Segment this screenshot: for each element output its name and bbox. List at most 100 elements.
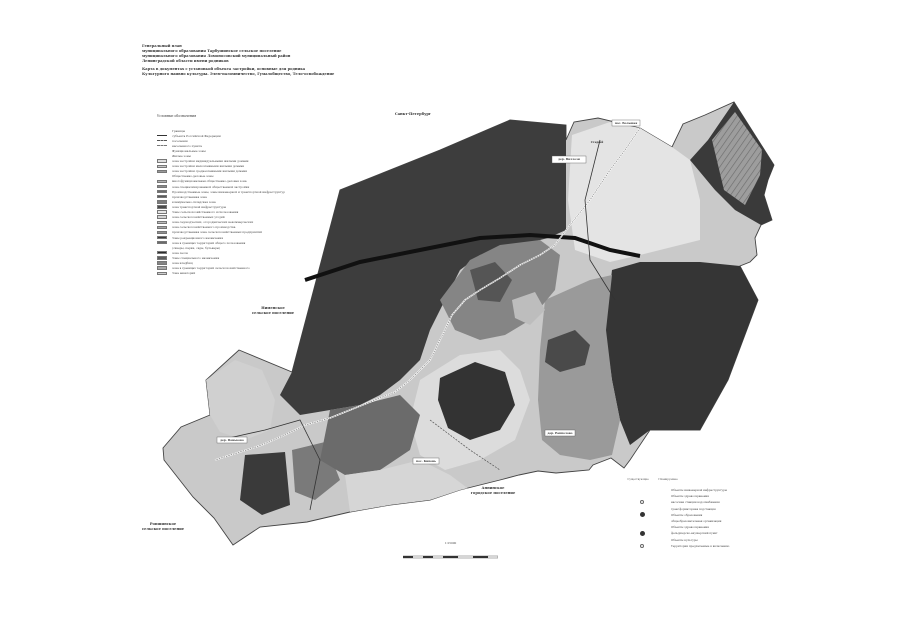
label-southwest-line1: Ропшинское [149, 522, 177, 526]
legend-item: зона в границах территорий сельскохозяйс… [157, 266, 307, 271]
label-southwest-line2: сельское поселение [141, 526, 185, 531]
main-road [304, 232, 641, 282]
legend-title: Условные обозначения [157, 114, 197, 118]
label-north-neighbour: Санкт-Петербург [394, 112, 432, 116]
legend-objects: Существующие Планируемые Объекты инженер… [627, 478, 777, 549]
legend-object-item: Объекты здравоохранения [627, 493, 777, 499]
label-town-west: дер. Пеньково [220, 437, 244, 442]
legend-item: зона застройки среднеэтажными жилыми дом… [157, 169, 307, 174]
legend-swatch [157, 215, 167, 219]
label-west-line1: Нименское [261, 306, 285, 310]
label-town-ne: пос. Большая [614, 120, 638, 125]
label-west-neighbour: Нименское сельское поселение [238, 306, 308, 315]
legend-item-label: зона в границах территорий общего пользо… [172, 240, 246, 245]
agricultural-zone-south [345, 460, 470, 512]
legend-item: зона кладбищ [157, 260, 307, 265]
label-town-center: дер. Рапполово [547, 430, 573, 435]
label-west-line2: сельское поселение [251, 310, 295, 315]
ring-icon [640, 543, 644, 548]
dark-patch-center [545, 330, 590, 372]
settlement-penkovo [206, 360, 275, 440]
legend-item-label: Общественно-деловые зоны [172, 174, 214, 179]
legend-swatch [157, 261, 167, 265]
legend-object-item: Территории предлагаемые к включению [627, 543, 777, 549]
agricultural-zone-east [538, 275, 620, 460]
hatched-area [712, 112, 762, 205]
scale-ticks [402, 555, 499, 559]
legend-swatch [157, 251, 167, 255]
legend-item-label: производственная зона [172, 194, 207, 199]
filled-circle-icon [639, 530, 645, 536]
settlement-rappolovo [568, 122, 700, 262]
river [214, 127, 641, 461]
label-south-line2: городское поселение [470, 490, 516, 495]
header-line-6: Культурного наивно культуры. Элем-паломн… [142, 72, 335, 76]
legend-item-label: зона застройки среднеэтажными жилыми дом… [172, 169, 248, 174]
legend-swatch [157, 135, 167, 137]
header-line-3: муниципального образования Ломоносовский… [142, 54, 291, 58]
corridor-dark-patches [470, 262, 512, 302]
legend-object-label: общеобразовательная организация [671, 519, 722, 524]
legend-swatch [157, 154, 167, 157]
legend-item-label: (скверы, парки, сады, бульвары) [172, 245, 221, 250]
legend-object-label: Объекты здравоохранения [671, 525, 709, 530]
legend-item: зона специализированной общественной зас… [157, 184, 307, 189]
legend-item-label: Функциональные зоны [172, 148, 206, 153]
legend-item-label: Зоны сельскохозяйственного использования [172, 210, 239, 215]
legend-object-label: Объекты образования [671, 512, 703, 517]
legend-item-label: зона специализированной общественной зас… [172, 184, 250, 189]
legend-item: Границы [157, 128, 307, 133]
legend-object-label: фельдшерско-акушерский пункт [671, 531, 718, 536]
legend-swatch [157, 246, 167, 249]
legend-swatch [157, 190, 167, 194]
legend-item: зона застройки малоэтажными жилыми домам… [157, 164, 307, 169]
legend-item-label: Зоны специального назначения [172, 255, 220, 260]
legend-item-label: Границы [172, 128, 186, 133]
legend-objects-header: Существующие Планируемые [627, 478, 777, 481]
legend-object-item: Объекты здравоохранения [627, 524, 777, 530]
legend-item: зона застройки индивидуальными жилыми до… [157, 159, 307, 164]
legend-item-label: Жилые зоны [172, 154, 191, 159]
legend-object-symbol [627, 543, 657, 548]
legend-item: Производственные зоны, зоны инженерной и… [157, 189, 307, 194]
legend-swatch [157, 169, 167, 173]
legend-swatch [157, 175, 167, 178]
legend-swatch [157, 164, 167, 168]
legend-swatch [157, 140, 167, 142]
legend-object-label: трансформаторная подстанция [671, 506, 716, 511]
legend-item-label: зона застройки индивидуальными жилыми до… [172, 159, 249, 164]
legend-col-planned: Планируемые [658, 478, 678, 481]
legend-item: поселения [157, 138, 307, 143]
header-line-1: Генеральный план [142, 44, 182, 48]
legend-item: многофункциональная общественно-деловая … [157, 179, 307, 184]
legend-object-item: Объекты образования [627, 512, 777, 518]
legend-swatch [157, 210, 167, 214]
legend-item: Общественно-деловые зоны [157, 174, 307, 179]
legend-swatch [157, 184, 167, 189]
filled-circle-icon [639, 512, 645, 518]
legend-item-label: Производственные зоны, зоны инженерной и… [172, 189, 285, 194]
legend-item: (скверы, парки, сады, бульвары) [157, 245, 307, 250]
legend-item: производственная зона сельскохозяйственн… [157, 230, 307, 235]
legend-object-label: Объекты инженерной инфраструктуры [671, 488, 727, 493]
legend-object-symbol [627, 500, 657, 505]
legend-object-item: трансформаторная подстанция [627, 506, 777, 512]
legend-item-label: поселения [172, 138, 188, 143]
legend-item-label: населенного пункта [172, 143, 202, 148]
legend-swatch [157, 266, 167, 270]
map-header: Генеральный план муниципального образова… [142, 44, 412, 77]
legend-item-label: Зоны рекреационного назначения [172, 235, 224, 240]
legend-item-label: коммунально-складская зона [172, 199, 216, 204]
legend-object-item: Объекты культуры [627, 537, 777, 543]
legend-swatch [157, 220, 167, 224]
legend-item-label: субъекта Российской Федерации [172, 133, 221, 138]
legend-object-item: Объекты инженерной инфраструктуры [627, 487, 777, 493]
mid-gray-zone [320, 395, 420, 475]
legend-item: Жилые зоны [157, 153, 307, 158]
legend-swatch [157, 256, 167, 260]
legend-object-label: Территории предлагаемые к включению [671, 543, 730, 548]
label-town-south: пос. Кипень [416, 458, 436, 463]
